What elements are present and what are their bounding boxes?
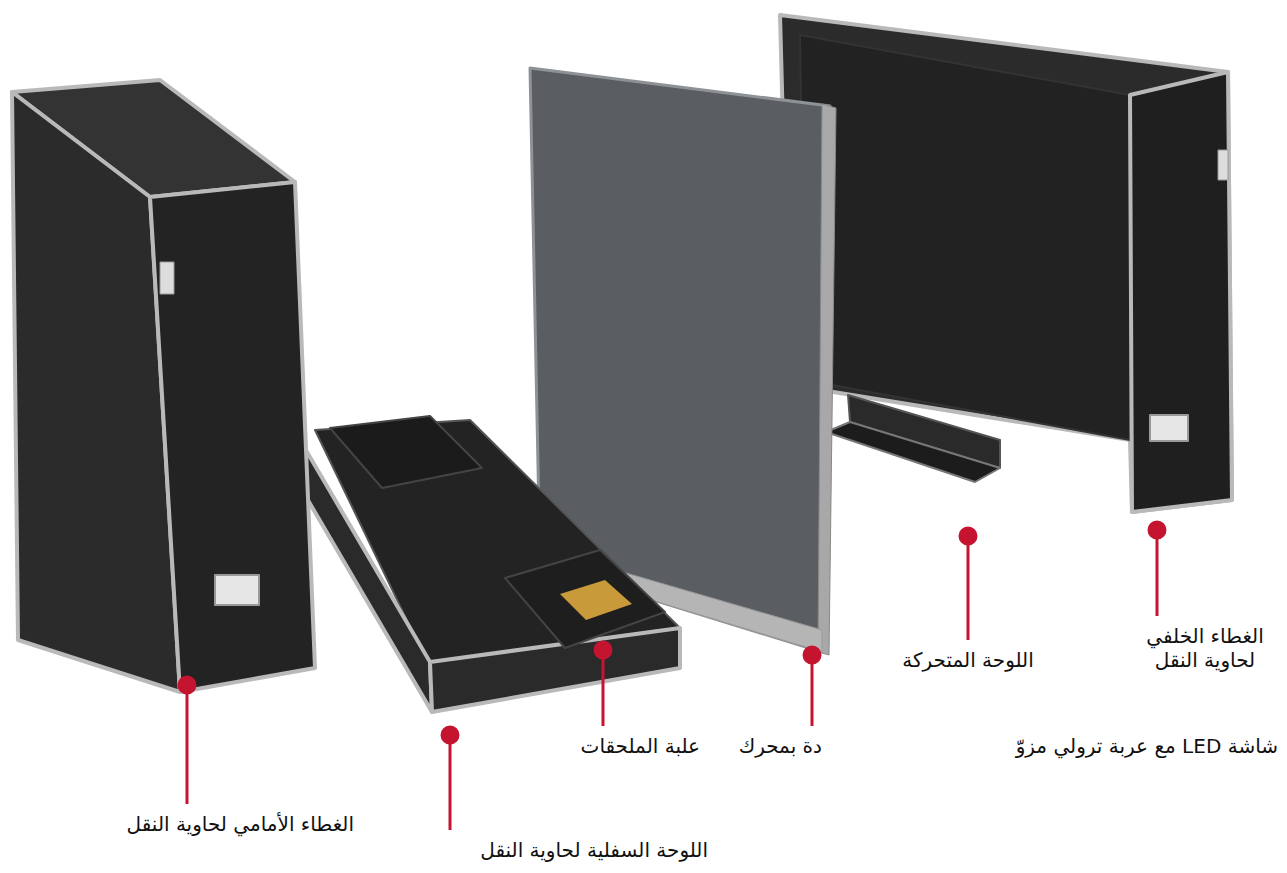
part-label: الغطاء الخلفي لحاوية النقل	[1133, 624, 1278, 672]
part-label: علبة الملحقات	[581, 734, 700, 758]
leader-line	[449, 735, 452, 830]
leader-line	[602, 650, 605, 726]
callout-dot	[804, 647, 820, 663]
part-label: الغطاء الأمامي لحاوية النقل	[127, 812, 354, 836]
front-cover-end	[150, 182, 315, 692]
leader-line	[811, 655, 814, 726]
accessory-foam	[560, 580, 632, 620]
rear-cover-shell	[780, 15, 1232, 512]
rear-handle	[1150, 415, 1188, 441]
front-handle	[215, 575, 259, 605]
accessory-box	[505, 550, 665, 648]
tray-inner-box	[330, 416, 482, 488]
leader-line	[967, 536, 970, 640]
callout-dot	[1149, 522, 1165, 538]
screen-edge	[818, 104, 836, 655]
front-latch	[160, 262, 174, 294]
rear-cover-end	[1130, 72, 1232, 512]
part-label: شاشة LED مع عربة ترولي مزوّ	[1016, 734, 1278, 758]
callout-dot	[442, 727, 458, 743]
tray-front-wall	[430, 628, 680, 712]
callout-dot	[179, 677, 195, 693]
part-label: اللوحة السفلية لحاوية النقل	[480, 838, 708, 862]
callout-dot	[595, 642, 611, 658]
tray-side-wall	[300, 440, 432, 712]
rear-latch	[1218, 150, 1228, 180]
moving-panel-floor	[826, 422, 1000, 482]
front-cover-side	[12, 92, 180, 692]
callout-dot	[960, 528, 976, 544]
part-label: اللوحة المتحركة	[902, 648, 1033, 672]
leader-line	[186, 685, 189, 804]
rear-cover-interior	[800, 35, 1130, 440]
part-label: دة بمحرك	[739, 734, 822, 758]
leader-line	[1156, 530, 1159, 616]
